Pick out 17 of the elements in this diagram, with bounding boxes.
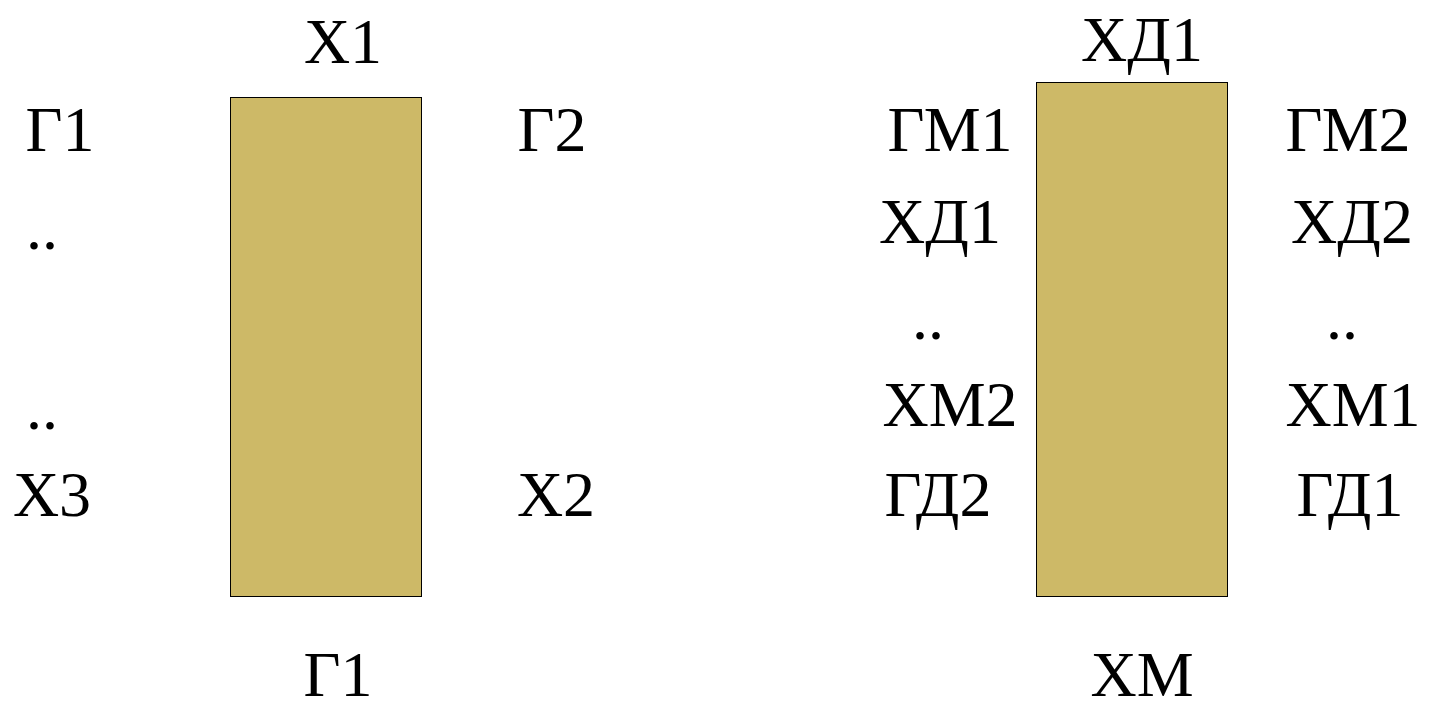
side-label: Г2 [517, 98, 587, 162]
side-label: ГМ1 [887, 98, 1013, 162]
side-label: .. [26, 196, 58, 260]
side-label: Х3 [12, 463, 92, 527]
side-label: ГМ2 [1285, 98, 1411, 162]
side-label: Г1 [303, 643, 373, 702]
side-label: ХМ2 [882, 373, 1018, 437]
side-label: Х2 [516, 463, 596, 527]
side-label: .. [1326, 286, 1358, 350]
side-label: .. [26, 376, 58, 440]
side-label: Х1 [303, 10, 383, 74]
side-label: .. [912, 286, 944, 350]
filled-rectangle [1036, 82, 1228, 597]
side-label: ХМ [1090, 643, 1194, 702]
side-label: Г1 [25, 98, 95, 162]
filled-rectangle [230, 97, 422, 597]
side-label: ХМ1 [1285, 373, 1421, 437]
